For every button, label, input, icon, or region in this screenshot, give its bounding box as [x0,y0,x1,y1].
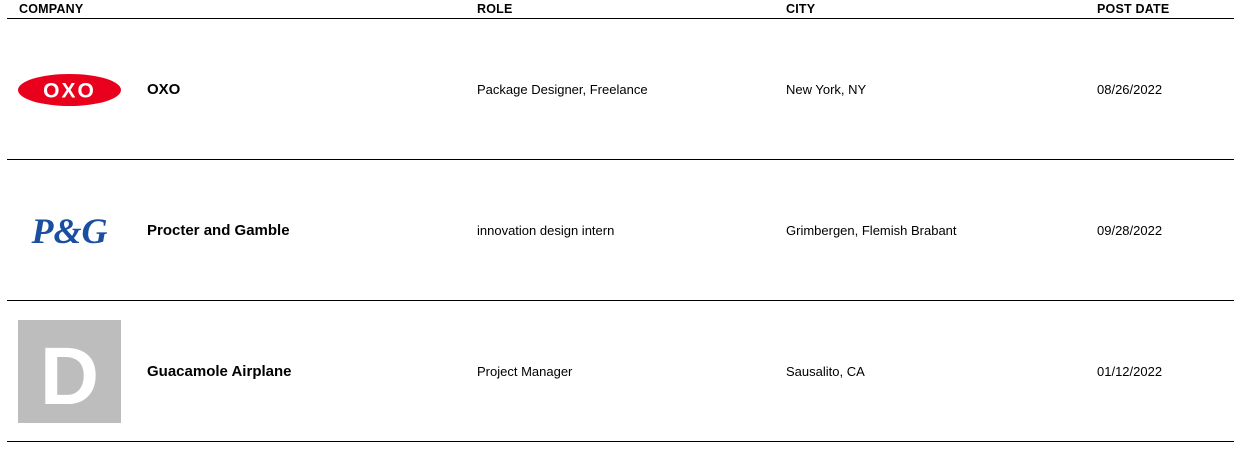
role-cell: Project Manager [477,364,573,379]
pg-logo: P&G [18,179,121,282]
city-cell: New York, NY [786,82,867,97]
company-name: Procter and Gamble [147,222,290,239]
svg-text:OXO: OXO [43,79,96,102]
role-cell: Package Designer, Freelance [477,82,648,97]
column-header-role[interactable]: ROLE [477,2,513,16]
company-name: OXO [147,81,181,98]
column-header-company[interactable]: COMPANY [19,2,84,16]
role-cell: innovation design intern [477,223,615,238]
table-header: COMPANY ROLE CITY POST DATE [7,0,1234,19]
post-date-cell: 09/28/2022 [1097,223,1163,238]
svg-text:D: D [40,331,99,422]
table-row[interactable]: P&G Procter and Gamble innovation design… [7,160,1234,301]
placeholder-logo: D [18,320,121,423]
oxo-logo: OXO [18,38,121,141]
city-cell: Sausalito, CA [786,364,865,379]
post-date-cell: 01/12/2022 [1097,364,1163,379]
city-cell: Grimbergen, Flemish Brabant [786,223,957,238]
company-name: Guacamole Airplane [147,363,292,380]
table-row[interactable]: OXO OXO Package Designer, Freelance New … [7,19,1234,160]
table-row[interactable]: D Guacamole Airplane Project Manager Sau… [7,301,1234,442]
column-header-city[interactable]: CITY [786,2,816,16]
post-date-cell: 08/26/2022 [1097,82,1163,97]
jobs-table: COMPANY ROLE CITY POST DATE OXO OXO Pack… [7,0,1234,442]
column-header-post-date[interactable]: POST DATE [1097,2,1170,16]
svg-text:P&G: P&G [31,211,108,251]
